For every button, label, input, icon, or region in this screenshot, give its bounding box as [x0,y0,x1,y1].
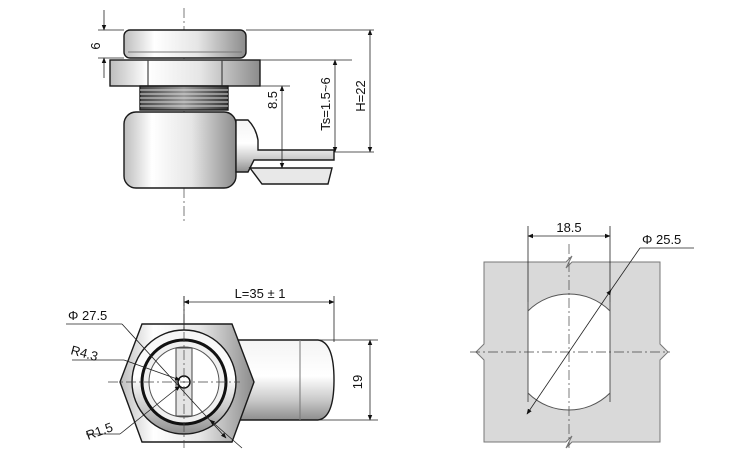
hex-nut [109,59,261,87]
dim-r15-label: R1.5 [84,419,115,442]
cam-arm [235,119,335,173]
dim-ts-label: Ts=1.5~6 [318,77,333,131]
dim-r43-label: R4.3 [69,342,99,364]
dim-l-label: L=35 ± 1 [235,286,286,301]
cutout-view: 18.5 Φ 25.5 [470,220,694,449]
dim-phi275-label: Φ 27.5 [68,308,107,323]
dim-19-label: 19 [350,375,365,389]
dim-85-label: 8.5 [265,91,280,109]
dim-phi255-label: Φ 25.5 [642,232,681,247]
side-view: 6 Ts=1.5~6 H=22 8.5 [88,8,374,222]
cam-tip [248,167,333,185]
dim-185-label: 18.5 [556,220,581,235]
dim-h-label: H=22 [353,80,368,111]
top-cap [123,29,247,59]
front-view: L=35 ± 1 19 Φ 27.5 R4.3 R1.5 [66,286,378,449]
dim-6-label: 6 [88,42,103,49]
lower-housing [123,111,237,189]
